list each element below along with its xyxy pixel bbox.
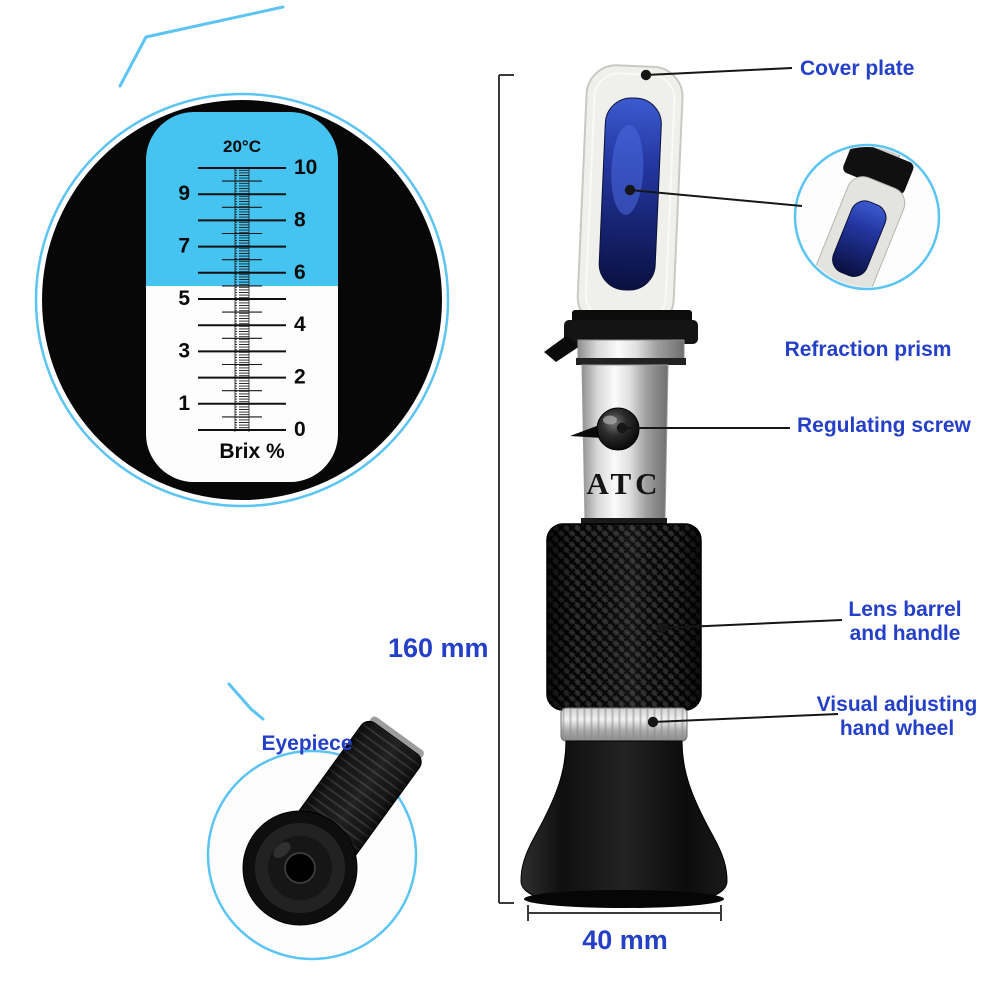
label-cover-plate: Cover plate	[800, 57, 915, 80]
scale-tick-7: 7	[178, 235, 190, 258]
scale-unit-label: Brix %	[219, 440, 285, 463]
leader-dots	[616, 69, 668, 728]
scale-tick-5: 5	[178, 287, 190, 310]
eyepiece-bell-part	[520, 740, 728, 908]
dimension-height-line	[498, 74, 514, 904]
leader-hand-wheel	[652, 713, 839, 723]
scale-major-ticks	[198, 167, 286, 431]
cover-plate-part	[576, 64, 684, 330]
dimension-width-line	[527, 905, 722, 921]
label-refraction-prism: Refraction prism	[784, 338, 952, 361]
label-lens-barrel-line2: and handle	[849, 622, 961, 645]
scale-tick-3: 3	[178, 339, 190, 362]
hand-wheel-part	[560, 707, 688, 742]
dimension-height-label: 160 mm	[388, 633, 489, 663]
refraction-prism-inset	[793, 130, 941, 300]
label-eyepiece: Eyepiece	[261, 732, 353, 755]
scale-tick-2: 2	[294, 366, 306, 389]
decorative-callout-line-eyepiece	[227, 682, 265, 721]
scale-tick-1: 1	[178, 392, 190, 415]
hinge-clamp-part	[544, 310, 698, 365]
chrome-body-part: ATC	[570, 364, 669, 526]
leader-refraction-prism	[629, 189, 803, 207]
scale-tick-9: 9	[178, 182, 190, 205]
scale-tick-6: 6	[294, 261, 306, 284]
label-hand-wheel-line2: hand wheel	[839, 717, 955, 740]
scale-tick-0: 0	[294, 418, 306, 441]
scale-tick-4: 4	[294, 313, 306, 336]
grip-part	[546, 523, 702, 711]
leader-lens-barrel	[661, 619, 843, 629]
decorative-callout-line-top	[118, 5, 285, 88]
eyepiece-inset	[206, 716, 424, 961]
label-regulating-screw: Regulating screw	[797, 414, 971, 437]
eyepiece-lens	[284, 852, 316, 884]
screw-lever	[570, 424, 602, 438]
leader-lines	[622, 67, 843, 723]
label-hand-wheel-line1: Visual adjusting	[816, 693, 978, 716]
scale-half-ticks	[222, 180, 262, 418]
device-illustration: ATC	[520, 64, 728, 908]
scale-tick-8: 8	[294, 208, 306, 231]
scale-tick-10: 10	[294, 156, 317, 179]
label-lens-barrel: Lens barrel and handle	[815, 598, 995, 646]
leader-cover-plate	[645, 67, 793, 76]
scale-temperature-label: 20°C	[223, 137, 261, 156]
scale-view-inset: 20°C 10 8 6 4 2 0 9 7 5 3 1 Brix %	[34, 92, 450, 508]
label-lens-barrel-line1: Lens barrel	[848, 598, 962, 621]
label-hand-wheel: Visual adjusting hand wheel	[802, 693, 992, 741]
dimension-width-label: 40 mm	[582, 925, 668, 955]
atc-engraving: ATC	[586, 466, 661, 501]
